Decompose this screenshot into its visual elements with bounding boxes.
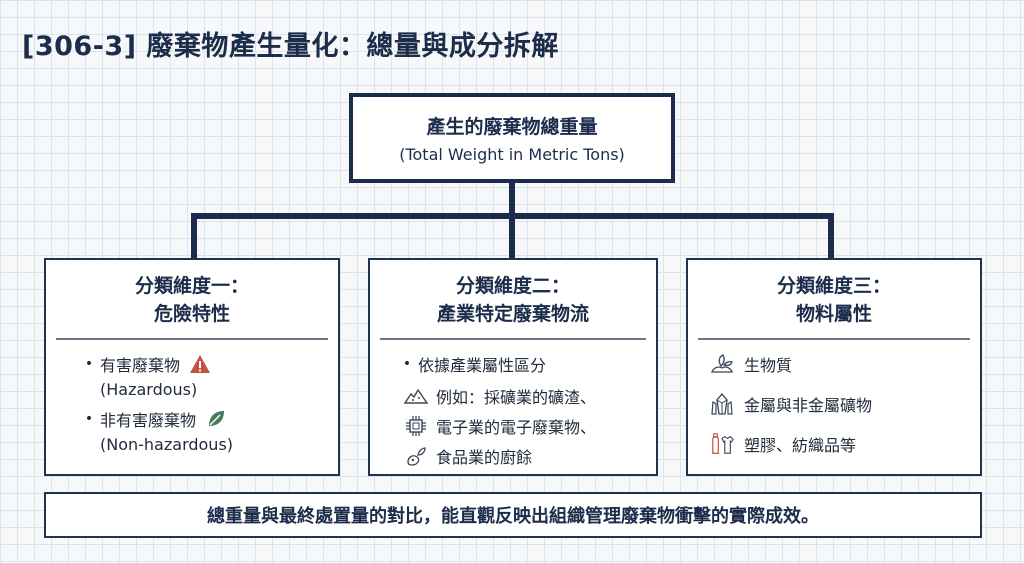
- category-industry-heading-line2: 產業特定廢棄物流: [436, 303, 589, 325]
- summary-banner: 總重量與最終處置量的對比，能直觀反映出組織管理廢棄物衝擊的實際成效。: [44, 492, 982, 538]
- category-material-heading-line2: 物料屬性: [795, 303, 872, 325]
- list-item-label: 塑膠、紡織品等: [744, 436, 857, 455]
- list-item-intro: • 依據產業屬性區分: [398, 352, 656, 376]
- bullet: •: [84, 411, 94, 427]
- category-industry-heading: 分類維度二： 產業特定廢棄物流: [370, 260, 656, 328]
- summary-text: 總重量與最終處置量的對比，能直觀反映出組織管理廢棄物衝擊的實際成效。: [207, 506, 819, 527]
- category-hazard-heading-line1: 分類維度一：: [134, 275, 249, 297]
- list-item-hazardous: • 有害廢棄物: [80, 352, 338, 376]
- root-node-subtitle: (Total Weight in Metric Tons): [399, 145, 625, 164]
- leaf-icon: [204, 408, 228, 430]
- page-title: [306-3] 廢棄物產生量化：總量與成分拆解: [22, 31, 559, 62]
- list-item-minerals: 金屬與非金屬礦物: [710, 392, 980, 416]
- root-node-title: 產生的廢棄物總重量: [426, 116, 598, 138]
- category-industry-body: • 依據產業屬性區分 例如：採礦業的礦渣、: [398, 352, 656, 468]
- category-hazard-heading: 分類維度一： 危險特性: [46, 260, 338, 328]
- list-item-label: 例如：採礦業的礦渣、: [436, 388, 597, 407]
- list-item-sublabel: (Non-hazardous): [100, 435, 338, 454]
- category-material-heading-line1: 分類維度三：: [776, 275, 891, 297]
- category-divider: [380, 338, 646, 340]
- bottle-shirt-icon: [710, 433, 734, 455]
- list-item-label: 有害廢棄物: [100, 356, 181, 375]
- category-hazard: 分類維度一： 危險特性 • 有害廢棄物 (Hazardous) •: [44, 258, 340, 476]
- list-item-biomass: 生物質: [710, 352, 980, 376]
- crystal-icon: [710, 392, 734, 415]
- category-hazard-heading-line2: 危險特性: [153, 303, 230, 325]
- list-item-mining: 例如：採礦業的礦渣、: [404, 384, 656, 408]
- list-item-label: 生物質: [744, 356, 793, 375]
- category-material: 分類維度三： 物料屬性 生物質: [686, 258, 982, 476]
- bullet: •: [402, 356, 412, 372]
- food-waste-icon: [404, 445, 428, 467]
- category-hazard-body: • 有害廢棄物 (Hazardous) • 非有害廢棄物: [80, 352, 338, 454]
- list-item-intro-text: 依據產業屬性區分: [418, 356, 547, 375]
- list-item-non-hazardous: • 非有害廢棄物: [80, 407, 338, 431]
- list-item-label: 金屬與非金屬礦物: [744, 396, 873, 415]
- list-item-plastics-textiles: 塑膠、紡織品等: [710, 432, 980, 456]
- rock-pile-icon: [404, 385, 428, 407]
- category-industry-heading-line1: 分類維度二：: [455, 275, 570, 297]
- list-item-label: 電子業的電子廢棄物、: [436, 418, 597, 437]
- list-item-label: 非有害廢棄物: [100, 411, 197, 430]
- category-industry: 分類維度二： 產業特定廢棄物流 • 依據產業屬性區分 例如：採礦業的礦渣、: [368, 258, 658, 476]
- category-material-body: 生物質 金屬與非金屬礦物: [710, 352, 980, 456]
- list-item-food: 食品業的廚餘: [404, 444, 656, 468]
- list-item-sublabel: (Hazardous): [100, 380, 338, 399]
- category-divider: [56, 338, 328, 340]
- list-item-sublabel-text: (Non-hazardous): [100, 435, 234, 454]
- chip-icon: [404, 415, 428, 437]
- category-divider: [698, 338, 970, 340]
- warning-icon: [188, 353, 212, 375]
- root-node: 產生的廢棄物總重量 (Total Weight in Metric Tons): [349, 93, 675, 183]
- list-item-electronics: 電子業的電子廢棄物、: [404, 414, 656, 438]
- bullet: •: [84, 356, 94, 372]
- list-item-label: 食品業的廚餘: [436, 448, 533, 467]
- category-material-heading: 分類維度三： 物料屬性: [688, 260, 980, 328]
- biomass-icon: [710, 353, 734, 375]
- list-item-sublabel-text: (Hazardous): [100, 380, 198, 399]
